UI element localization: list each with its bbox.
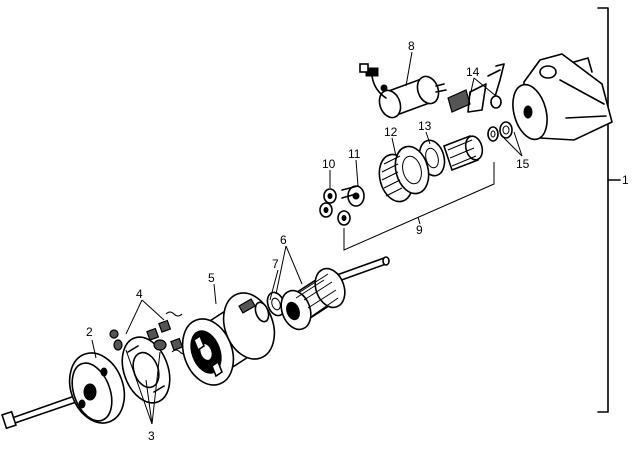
callout-1: 1: [622, 173, 629, 187]
leader-lines: [91, 51, 523, 425]
washers: [487, 121, 513, 142]
solenoid-switch: [359, 63, 447, 119]
idler-gear: [341, 185, 365, 207]
callout-4: 4: [136, 287, 143, 301]
roller-bearings: [319, 188, 351, 226]
callout-13: 13: [418, 119, 432, 133]
reduction-gear: [378, 145, 430, 203]
brush-holder-plate: [113, 336, 171, 404]
callout-10: 10: [322, 157, 336, 171]
lever-and-retainers: [447, 63, 505, 113]
callout-14: 14: [466, 65, 480, 79]
callout-5: 5: [208, 271, 215, 285]
callout-8: 8: [408, 39, 415, 53]
callout-6: 6: [280, 233, 287, 247]
assembly-bracket: [597, 7, 621, 413]
callout-labels: 1 2 3 4 5 6 7 8 9 10 11 12 13 14 15: [86, 39, 629, 443]
callout-7: 7: [272, 257, 279, 271]
end-cover: [68, 352, 126, 424]
drive-housing: [512, 53, 613, 141]
callout-15: 15: [516, 157, 530, 171]
callout-2: 2: [86, 325, 93, 339]
armature-bearing: [254, 291, 286, 323]
armature: [280, 256, 390, 331]
brushes-springs: [109, 311, 189, 355]
callout-12: 12: [384, 125, 398, 139]
gear-group-bracket: [343, 162, 495, 251]
callout-11: 11: [348, 147, 361, 161]
callout-3: 3: [148, 429, 155, 443]
callout-9: 9: [416, 223, 423, 237]
